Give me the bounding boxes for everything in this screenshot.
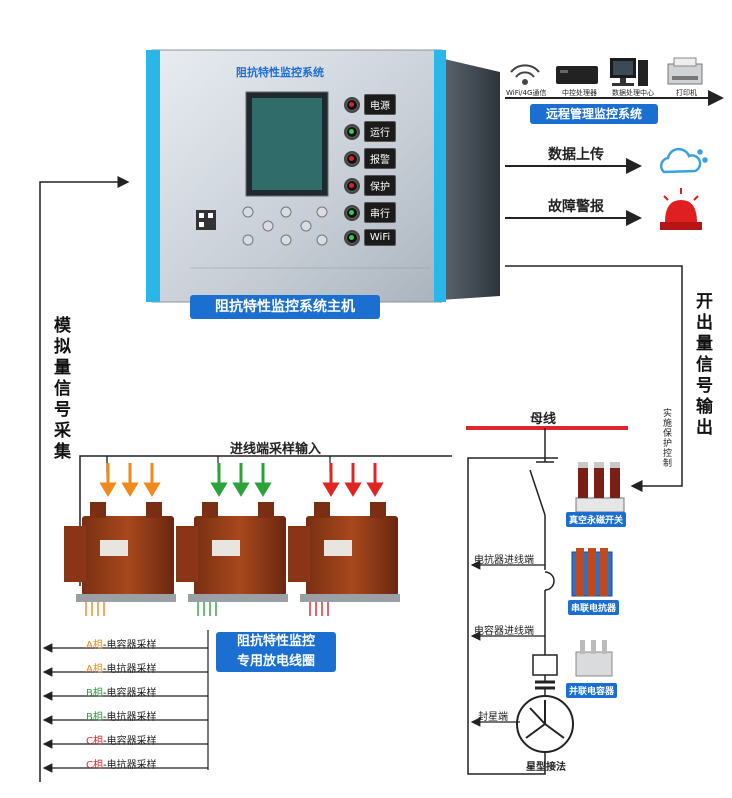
indicator-led-icon	[344, 96, 360, 113]
fault-alarm-label: 故障警报	[548, 199, 604, 215]
sample-lines	[42, 630, 209, 773]
computer-icon	[610, 58, 648, 86]
wifi-icon	[510, 64, 540, 85]
indicator-label: 电源	[364, 94, 396, 115]
feedback-line	[467, 457, 558, 775]
indicator-3: 保护	[344, 175, 396, 196]
seal-star-label: 封星端	[478, 712, 508, 723]
sample-phase: C相	[86, 736, 103, 747]
sample-label: B相-电容器采样	[86, 684, 156, 699]
indicator-0: 电源	[344, 94, 396, 115]
indicator-1: 运行	[344, 121, 396, 142]
sample-text: -电容器采样	[102, 640, 157, 651]
remote-device-label-0: WiFi/4G通信	[506, 89, 547, 97]
sample-phase: C相	[86, 760, 103, 771]
phase-b-arrows	[210, 463, 272, 497]
main-circuit	[529, 428, 558, 696]
remote-device-label-3: 打印机	[676, 89, 697, 97]
indicator-led-icon	[344, 150, 360, 167]
main-unit-top-title: 阻抗特性监控系统	[236, 66, 324, 79]
indicator-led-icon	[344, 229, 360, 246]
coil-badge: 阻抗特性监控 专用放电线圈	[216, 632, 336, 672]
sample-phase: B相	[86, 712, 103, 723]
data-upload-label: 数据上传	[548, 147, 604, 163]
coil-a	[64, 502, 176, 602]
indicator-5: WiFi	[344, 229, 396, 246]
indicator-led-icon	[344, 204, 360, 221]
indicator-led-icon	[344, 177, 360, 194]
coil-badge-line1: 阻抗特性监控	[236, 634, 315, 649]
star-connection-label: 星型接法	[526, 762, 566, 773]
sample-label: A相-电容器采样	[86, 636, 156, 651]
coil-b	[176, 502, 288, 602]
sample-text: -电容器采样	[102, 736, 157, 747]
capacitor-device	[575, 640, 613, 677]
series-reactor-badge: 串联电抗器	[568, 600, 620, 615]
sample-text: -电抗器采样	[102, 664, 157, 675]
sample-text: -电容器采样	[102, 688, 157, 699]
sample-phase: A相	[86, 640, 103, 651]
alarm-light-icon	[660, 188, 702, 230]
star-connection-symbol	[516, 695, 574, 753]
sample-text: -电抗器采样	[102, 712, 157, 723]
remote-system-badge: 远程管理监控系统	[530, 104, 658, 124]
line-input-label: 进线端采样输入	[230, 442, 322, 457]
sample-text: -电抗器采样	[102, 760, 157, 771]
phase-a-arrows	[99, 463, 161, 497]
vacuum-switch-device	[575, 462, 625, 513]
sample-phase: B相	[86, 688, 103, 699]
indicator-label: 串行	[364, 202, 396, 223]
main-unit-badge: 阻抗特性监控系统主机	[190, 295, 380, 319]
controller-icon	[556, 66, 598, 84]
indicator-led-icon	[344, 123, 360, 140]
remote-device-label-1: 中控处理器	[562, 89, 597, 97]
cloud-icon	[659, 147, 708, 174]
sample-label: C相-电抗器采样	[86, 756, 157, 771]
sample-label: B相-电抗器采样	[86, 708, 156, 723]
indicator-label: 运行	[364, 121, 396, 142]
capacitor-inlet-label: 电容器进线端	[474, 626, 534, 637]
right-small-vertical-label: 实施保护控制	[661, 408, 671, 468]
coil-badge-line2: 专用放电线圈	[236, 654, 315, 669]
vacuum-switch-badge: 真空永磁开关	[566, 512, 627, 527]
indicator-2: 报警	[344, 148, 396, 169]
reactor-inlet-label: 电抗器进线端	[474, 555, 534, 566]
left-vertical-label: 模拟量信号采集	[50, 316, 70, 463]
indicator-4: 串行	[344, 202, 396, 223]
reactor-device	[571, 548, 613, 597]
sample-label: C相-电容器采样	[86, 732, 157, 747]
shunt-capacitor-badge: 并联电容器	[566, 683, 618, 698]
sample-label: A相-电抗器采样	[86, 660, 156, 675]
indicator-label: 报警	[364, 148, 396, 169]
analog-collection-line	[39, 176, 130, 782]
printer-icon	[667, 57, 703, 85]
right-vertical-label: 开出量信号输出	[692, 292, 712, 439]
busbar-label: 母线	[530, 412, 557, 427]
remote-device-label-2: 数据处理中心	[612, 89, 654, 97]
sample-phase: A相	[86, 664, 103, 675]
main-unit-device	[146, 49, 500, 303]
indicator-label: WiFi	[364, 229, 396, 246]
coil-c	[288, 502, 400, 602]
keypad	[242, 206, 328, 246]
phase-c-arrows	[322, 463, 384, 497]
indicator-label: 保护	[364, 175, 396, 196]
output-signal-line	[505, 265, 683, 492]
